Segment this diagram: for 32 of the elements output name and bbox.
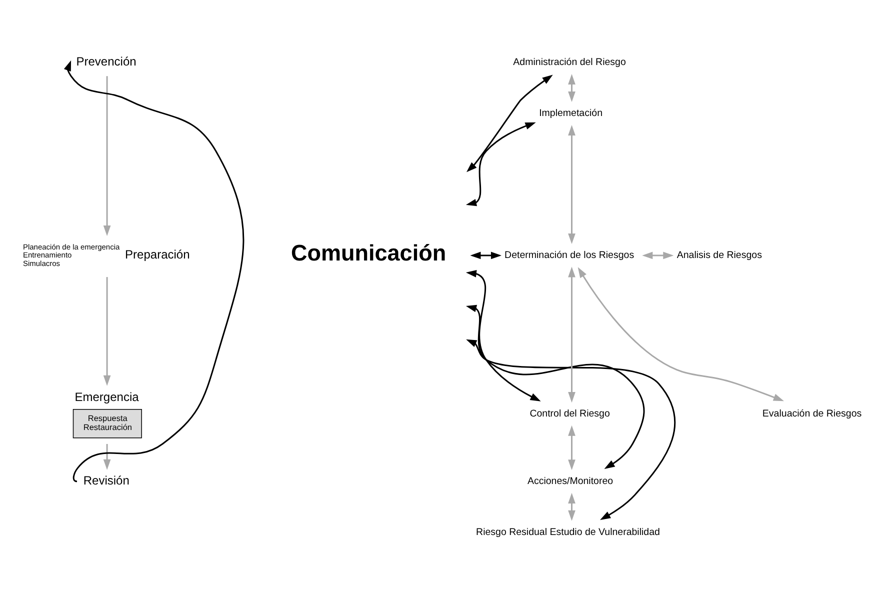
node-text: Prevención bbox=[76, 54, 136, 68]
node-text: Evaluación de Riesgos bbox=[762, 408, 862, 420]
node-text: Control del Riesgo bbox=[530, 408, 610, 420]
node-text: Comunicación bbox=[290, 240, 446, 266]
node-text: Preparación bbox=[125, 248, 190, 262]
arrow bbox=[103, 277, 111, 386]
arrow bbox=[568, 425, 576, 470]
node-text: Determinación de los Riesgos bbox=[504, 250, 634, 262]
arrow bbox=[568, 125, 576, 244]
node-text: Acciones/Monitoreo bbox=[527, 476, 614, 487]
node-text: Analisis de Riesgos bbox=[676, 250, 762, 262]
node-label: Emergencia bbox=[74, 390, 139, 404]
arrow bbox=[466, 339, 676, 520]
arrow bbox=[642, 252, 674, 260]
node-text: Revisión bbox=[83, 473, 130, 488]
node-label: Entrenamiento bbox=[22, 250, 72, 260]
arrow bbox=[470, 252, 502, 260]
node-text: Administración del Riesgo bbox=[513, 57, 626, 68]
arrow bbox=[578, 267, 784, 402]
node-text: Implemetación bbox=[539, 108, 603, 120]
arrow bbox=[466, 122, 536, 206]
node-label: Planeación de la emergencia bbox=[22, 242, 120, 252]
arrow bbox=[466, 304, 645, 469]
arrow bbox=[568, 74, 576, 102]
arrow bbox=[568, 492, 576, 521]
arrow bbox=[466, 270, 541, 402]
arrow bbox=[103, 444, 111, 470]
arrow bbox=[103, 76, 111, 236]
arrow bbox=[466, 74, 553, 172]
node-text: Riesgo Residual Estudio de Vulnerabilidad bbox=[476, 527, 660, 538]
node-label: Simulacros bbox=[22, 258, 60, 268]
arrow bbox=[568, 266, 576, 403]
